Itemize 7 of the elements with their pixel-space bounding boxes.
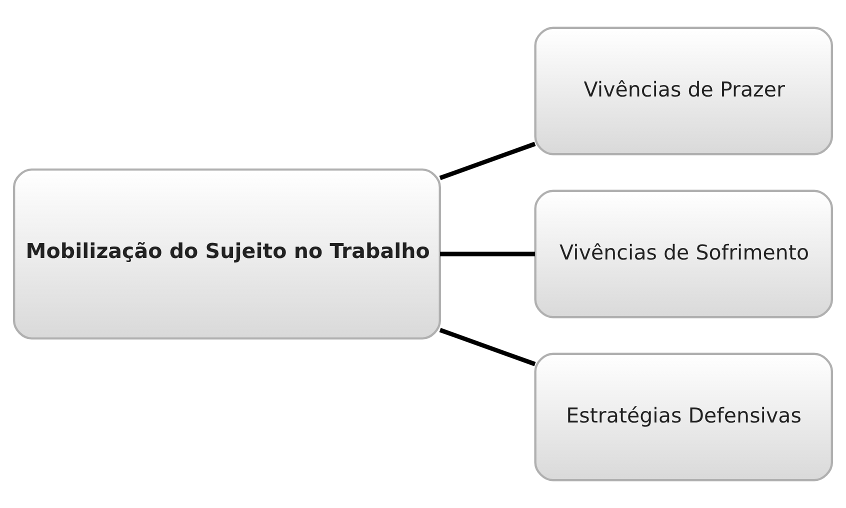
node-box: Estratégias Defensivas bbox=[534, 352, 834, 482]
connector bbox=[439, 142, 536, 180]
node-box: Vivências de Prazer bbox=[534, 26, 834, 156]
connector bbox=[439, 328, 536, 366]
node-box: Mobilização do Sujeito no Trabalho bbox=[12, 168, 441, 340]
node-box: Vivências de Sofrimento bbox=[534, 190, 834, 318]
connector bbox=[440, 252, 535, 256]
